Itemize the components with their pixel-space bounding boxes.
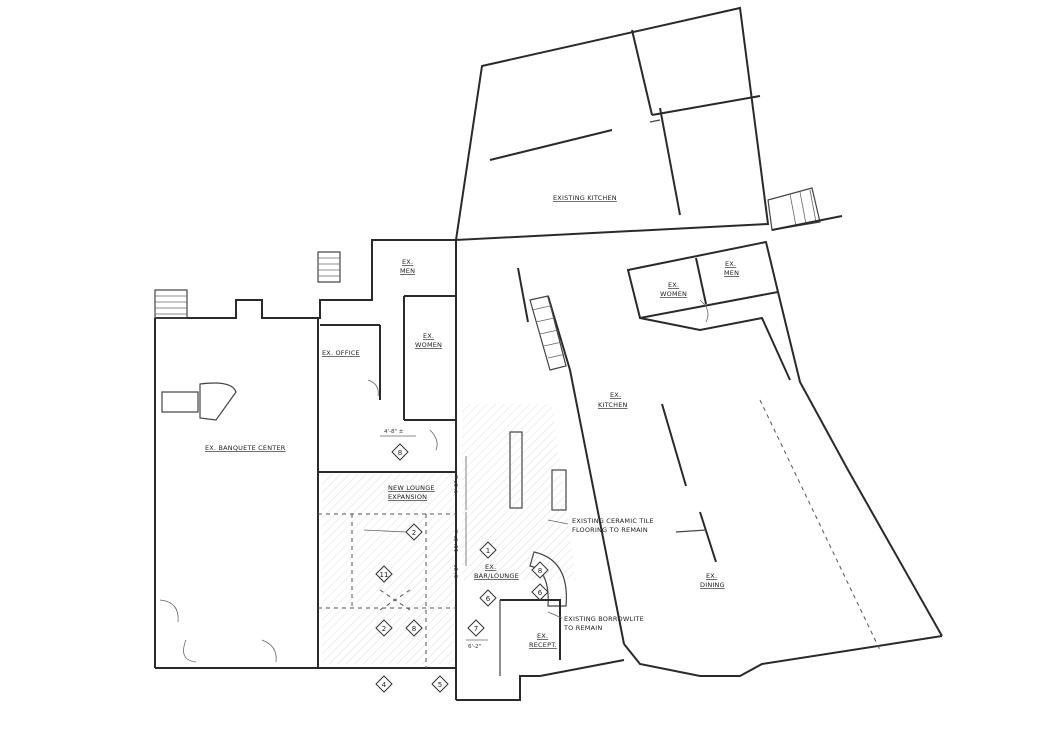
dim-label-5: 6'-2" [468,644,481,650]
tag-marker: 8 [405,619,423,637]
tile-hatch [322,404,576,664]
dim-label-2: 4'-0" ± [454,474,460,494]
note-borrowlite-1: EXISTING BORROWLITE [564,615,644,623]
tag-marker: 8 [531,561,549,579]
svg-text:1: 1 [486,547,490,555]
lounge-grid [318,513,456,668]
tag-marker: 2 [375,619,393,637]
tag-marker: 1 [479,541,497,559]
label-women-upper-2: WOMEN [415,341,442,349]
note-borrowlite-2: TO REMAIN [563,624,602,632]
tag-marker: 11 [375,565,393,583]
svg-text:2: 2 [412,529,416,537]
dim-label-1: 4'-8" ± [384,429,404,435]
tag-marker: 6 [479,589,497,607]
label-new-lounge-1: NEW LOUNGE [388,484,435,492]
label-recept-1: EX. [537,632,548,640]
svg-text:5: 5 [438,681,442,689]
label-recept-2: RECEPT. [529,641,557,649]
label-dining-1: EX. [706,572,717,580]
label-existing-kitchen: EXISTING KITCHEN [553,194,617,202]
kitchen-walls [454,6,843,242]
tag-marker: 7 [467,619,485,637]
label-men-right-1: EX. [725,260,736,268]
label-men-upper-1: EX. [402,258,413,266]
note-ceramic-tile-2: FLOORING TO REMAIN [572,526,648,534]
tag-marker: 6 [531,583,549,601]
dim-label-4: 5'-0" [454,565,460,578]
label-new-lounge-2: EXPANSION [388,493,427,501]
svg-text:8: 8 [398,449,402,457]
label-men-upper-2: MEN [400,267,415,275]
tags: 8 2 1 11 2 8 4 5 [363,443,549,693]
room-labels: EXISTING KITCHEN EX. MEN EX. WOMEN EX. M… [205,194,739,649]
svg-text:6: 6 [486,595,491,603]
label-men-right-2: MEN [724,269,739,277]
label-women-upper-1: EX. [423,332,434,340]
label-bar-lounge-1: EX. [485,563,496,571]
tag-marker: 5 [431,675,449,693]
notes: EXISTING CERAMIC TILE FLOORING TO REMAIN… [547,517,654,632]
svg-text:8: 8 [412,625,416,633]
label-women-right-2: WOMEN [660,290,687,298]
dimensions: 4'-8" ± 4'-0" ± 11'-0" ± 5'-0" 6'-2" [380,429,488,650]
tag-marker: 2 [363,523,423,541]
main-walls [154,239,943,701]
dim-label-3: 11'-0" ± [454,529,460,552]
svg-text:11: 11 [380,571,389,579]
label-bar-lounge-2: BAR/LOUNGE [474,572,519,580]
note-ceramic-tile-1: EXISTING CERAMIC TILE [572,517,654,525]
tag-marker: 4 [375,675,393,693]
label-women-right-1: EX. [668,281,679,289]
svg-text:4: 4 [382,681,387,689]
svg-text:2: 2 [382,625,386,633]
label-banquete-center: EX. BANQUETE CENTER [205,444,286,452]
svg-text:7: 7 [474,625,478,633]
tag-marker: 8 [391,443,409,461]
svg-text:8: 8 [538,567,542,575]
label-ex-kitchen-2: KITCHEN [598,401,628,409]
label-dining-2: DINING [700,581,725,589]
label-ex-kitchen-1: EX. [610,391,621,399]
label-ex-office: EX. OFFICE [322,349,360,357]
svg-text:6: 6 [538,589,543,597]
